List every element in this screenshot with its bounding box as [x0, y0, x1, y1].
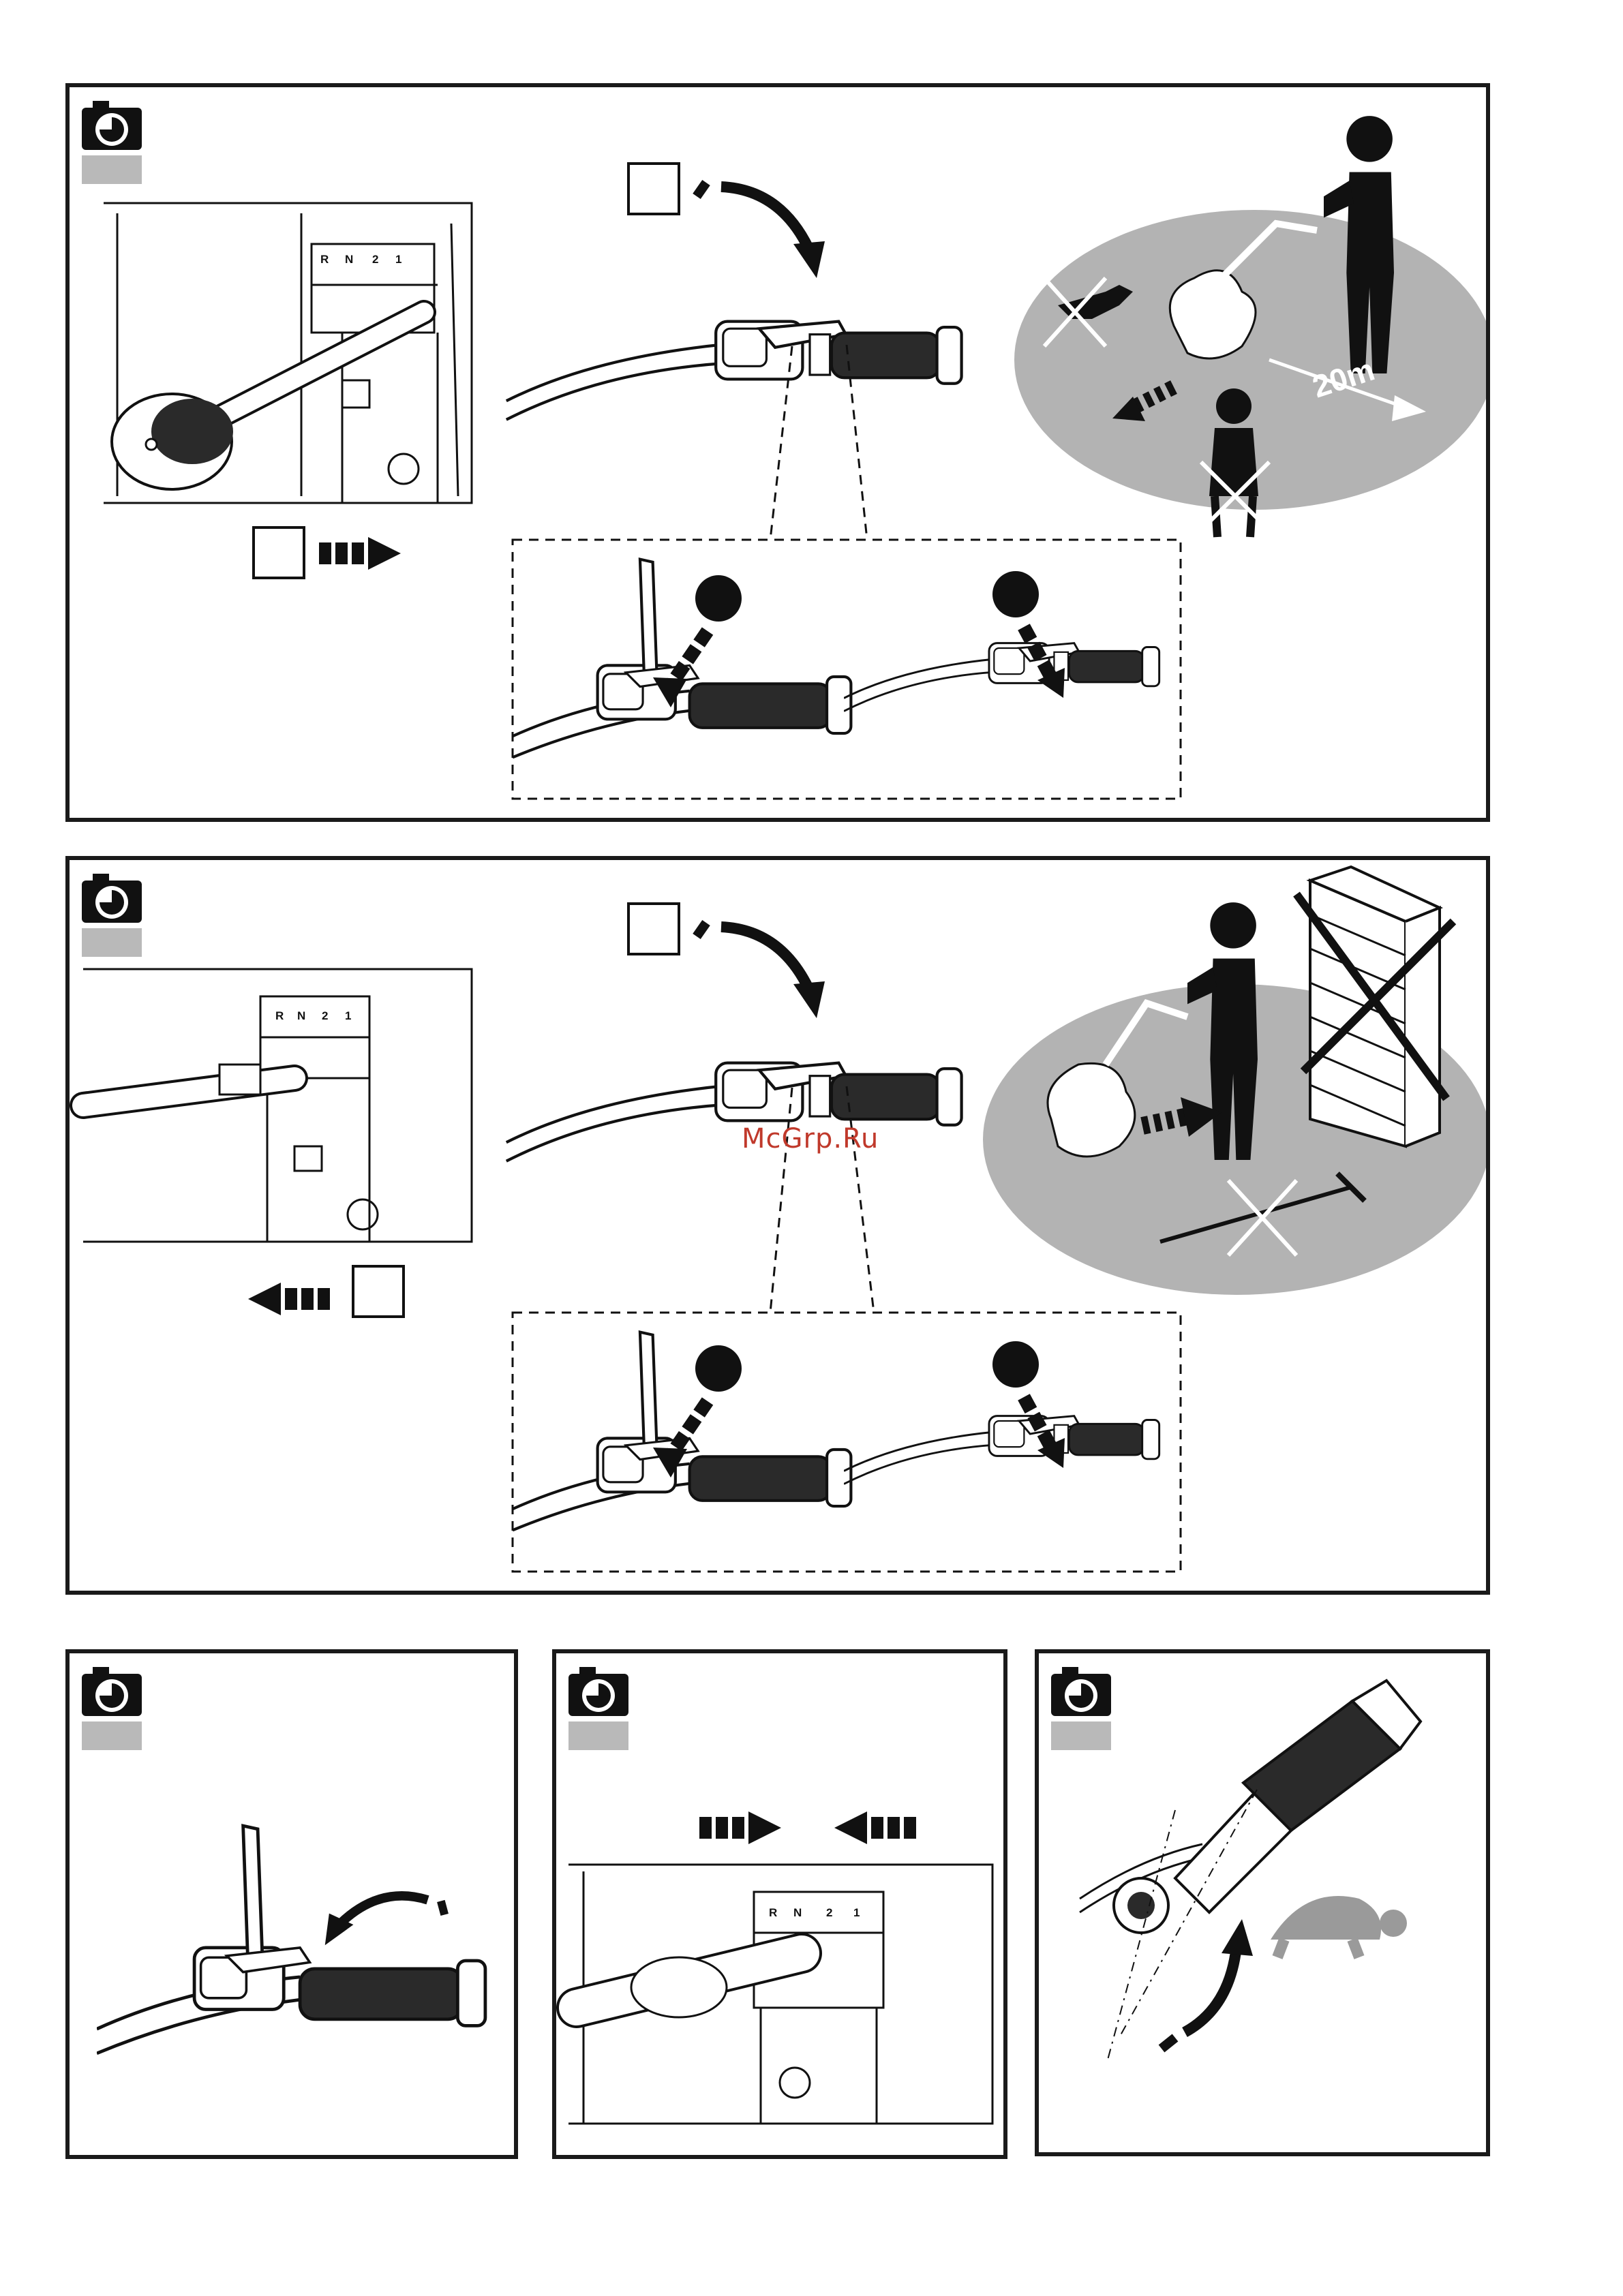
curved-arrow-icon — [697, 923, 825, 1018]
gear-label: N — [297, 1009, 305, 1022]
panel-2-start-reverse: R N 2 1 — [65, 856, 1490, 1595]
panel-5-throttle-slow — [1035, 1649, 1490, 2156]
shift-lever — [112, 312, 424, 489]
step-box — [254, 527, 304, 578]
handle-drawing — [1080, 1681, 1421, 2062]
gear-label: 2 — [826, 1906, 832, 1919]
gear-label: 2 — [322, 1009, 328, 1022]
camera-icon — [568, 1667, 628, 1750]
camera-icon — [82, 874, 142, 957]
gear-label: R — [320, 253, 329, 266]
panel-1-start-forward: R N 2 1 20m — [65, 83, 1490, 822]
panel-4-gear-shift: R N 2 1 — [552, 1649, 1007, 2159]
gear-label: N — [345, 253, 353, 266]
panel-4-illustration: R N 2 1 — [556, 1653, 1007, 2159]
gear-label: R — [275, 1009, 284, 1022]
curved-arrow-icon — [318, 1867, 449, 1980]
curved-arrow-icon — [697, 183, 825, 278]
gear-label: 1 — [395, 253, 401, 266]
panel-3-lever-release — [65, 1649, 518, 2159]
shift-lever — [83, 1065, 294, 1105]
panel-5-illustration — [1039, 1653, 1490, 2156]
step-box — [628, 904, 679, 954]
indicator-dot — [992, 571, 1039, 617]
lever-handle-icon — [97, 1826, 485, 2053]
gear-label: 1 — [853, 1906, 860, 1919]
gear-label: R — [769, 1906, 777, 1919]
curved-arrow-icon — [1162, 1919, 1253, 2049]
tiller-icon — [1048, 1063, 1135, 1157]
handle-drawing — [844, 643, 1159, 711]
panel-2-illustration: R N 2 1 — [70, 860, 1490, 1595]
arrow-right-icon — [319, 537, 401, 570]
gear-label: 1 — [345, 1009, 351, 1022]
camera-icon — [1051, 1667, 1111, 1750]
step-box — [353, 1266, 404, 1317]
handle-drawing — [506, 322, 962, 420]
lever-handle-icon — [513, 1332, 851, 1531]
arrow-right-icon — [699, 1811, 781, 1844]
indicator-dot — [992, 1341, 1039, 1388]
wall-crossed-icon — [1296, 867, 1453, 1146]
arrow-left-icon — [834, 1811, 916, 1844]
safety-zone-scene: 20m — [1014, 116, 1490, 537]
watermark: McGrp.Ru — [742, 1123, 879, 1154]
obstacle-scene — [983, 867, 1490, 1295]
panel-3-illustration — [70, 1653, 518, 2159]
camera-icon — [82, 101, 142, 184]
handle-drawing — [844, 1416, 1159, 1484]
handle-drawing — [506, 1063, 962, 1161]
lever-handle-icon — [513, 560, 851, 758]
arrow-left-icon — [248, 1283, 330, 1315]
gear-label: 2 — [372, 253, 378, 266]
turtle-icon — [1271, 1896, 1407, 1957]
indicator-dot — [695, 1345, 742, 1392]
gear-label: N — [793, 1906, 802, 1919]
indicator-dot — [695, 575, 742, 622]
panel-1-illustration: R N 2 1 20m — [70, 87, 1490, 822]
step-box — [628, 164, 679, 214]
camera-icon — [82, 1667, 142, 1750]
